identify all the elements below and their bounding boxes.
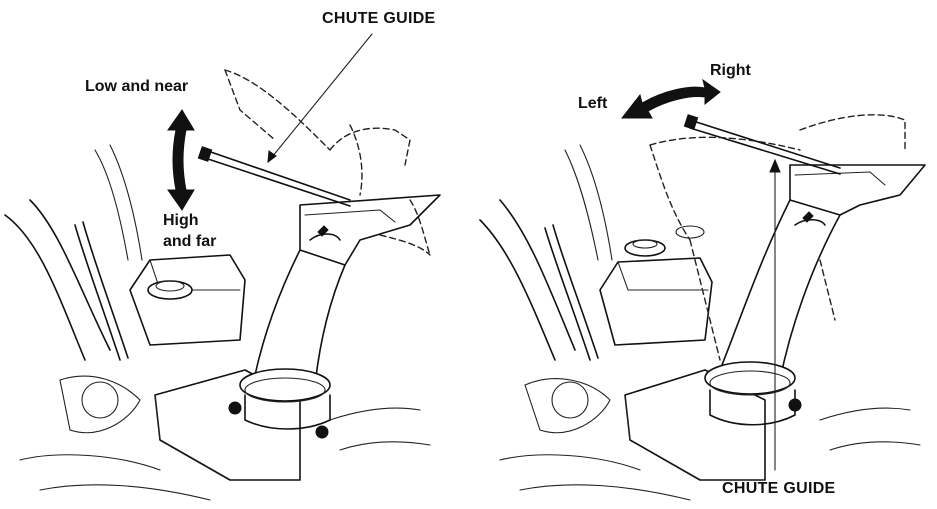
high-and-far-line2: and far: [163, 233, 217, 250]
left-snowblower-drawing: [4, 33, 441, 501]
chute-guide-label-left: CHUTE GUIDE: [322, 10, 436, 27]
left-direction-label: Left: [578, 95, 608, 112]
right-snowblower-drawing: [479, 78, 926, 501]
chute-guide-label-right: CHUTE GUIDE: [722, 480, 836, 497]
high-and-far-label: High and far: [163, 210, 216, 252]
high-and-far-line1: High: [163, 212, 199, 229]
right-direction-label: Right: [710, 62, 751, 79]
low-and-near-label: Low and near: [85, 78, 189, 95]
